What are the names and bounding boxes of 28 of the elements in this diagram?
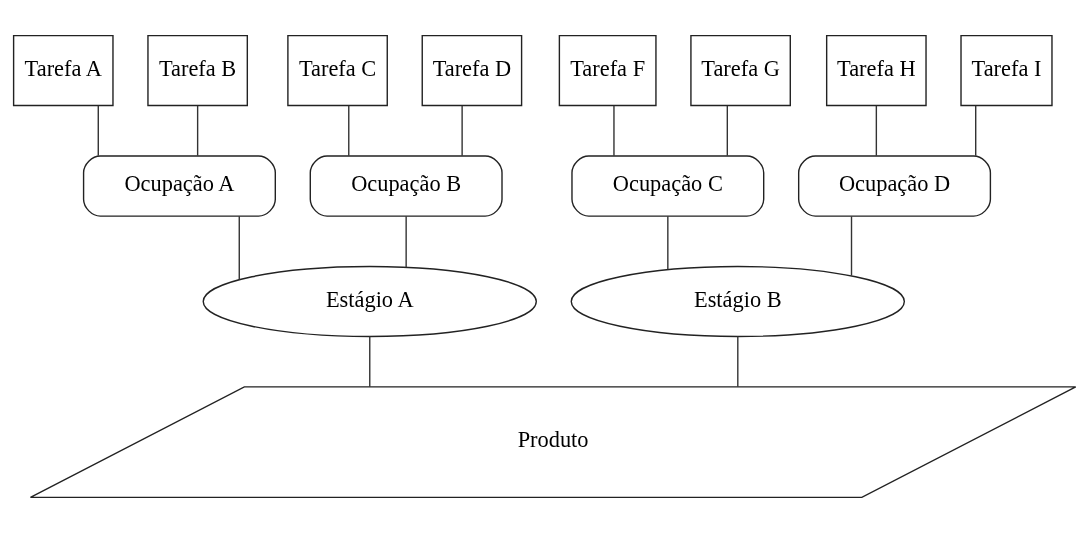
node-ellipse: Estágio A bbox=[202, 265, 537, 338]
connector bbox=[461, 105, 463, 157]
connector bbox=[975, 105, 977, 157]
connector bbox=[667, 215, 669, 271]
node-box: Ocupação A bbox=[82, 155, 276, 217]
node-box: Tarefa B bbox=[147, 34, 248, 107]
node-box: Tarefa G bbox=[690, 34, 791, 107]
node-box: Tarefa A bbox=[12, 34, 114, 107]
connector bbox=[196, 105, 199, 157]
connector bbox=[737, 335, 739, 388]
connector bbox=[348, 105, 350, 157]
node-box: Tarefa I bbox=[960, 34, 1053, 107]
connector bbox=[850, 215, 853, 277]
node-box: Ocupação B bbox=[309, 155, 503, 217]
connector bbox=[405, 215, 407, 268]
node-box: Ocupação D bbox=[797, 155, 992, 217]
node-box: Tarefa F bbox=[558, 34, 657, 107]
connector bbox=[369, 335, 371, 388]
node-box: Tarefa D bbox=[421, 34, 523, 107]
connector bbox=[875, 105, 878, 157]
connector bbox=[613, 105, 615, 157]
connector bbox=[238, 215, 240, 281]
node-box: Tarefa H bbox=[825, 34, 927, 107]
connector bbox=[726, 105, 728, 157]
node-box: Tarefa C bbox=[287, 34, 388, 107]
connector bbox=[97, 105, 99, 157]
node-box: Ocupação C bbox=[571, 155, 765, 217]
node-ellipse: Estágio B bbox=[570, 265, 906, 338]
